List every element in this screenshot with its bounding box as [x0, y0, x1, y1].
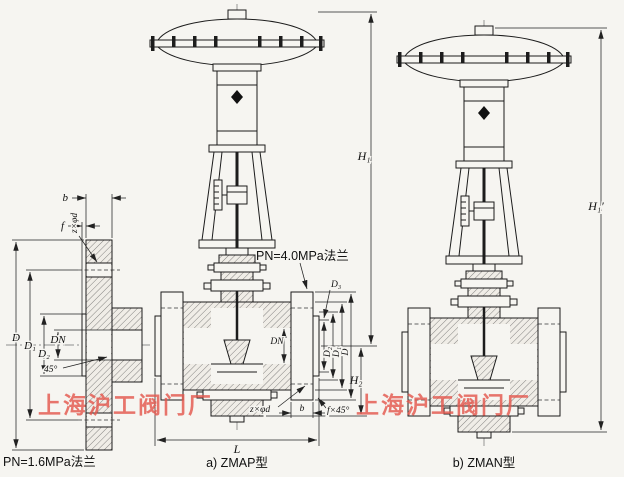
- caption-left-flange: PN=1.6MPa法兰: [3, 455, 96, 469]
- dim-label-d2-left: D₂: [37, 348, 50, 360]
- dim-label-d1-left: D₁: [23, 340, 36, 352]
- dim-label-d2-detail: D₂: [323, 346, 333, 358]
- dim-label-l: L: [233, 442, 241, 456]
- dim-label-chamfer-45: 45°: [44, 364, 58, 375]
- dim-label-b-detail: b: [300, 404, 305, 414]
- dim-label-d3-detail: D₃: [330, 280, 341, 290]
- dim-label-dn-left: DN: [49, 334, 66, 346]
- flange-detail-callout: PN=4.0MPa法兰: [256, 249, 349, 263]
- dim-label-d1-detail: D₁: [332, 347, 342, 358]
- watermark-text-2: 上海沪工阀门厂: [356, 392, 531, 418]
- dim-label-f45-detail: f×45°: [327, 405, 350, 416]
- valve-b-dimensions: H₁′: [495, 27, 607, 433]
- flange-detail-dimensions: D D₁ D₂ D₃ b f×45° z×φd PN=4.0MPa法兰: [248, 248, 356, 418]
- left-flange-section-drawing: [6, 239, 152, 451]
- dim-label-bolt-holes-detail: z×φd: [249, 405, 270, 415]
- dim-label-d-left: D: [11, 332, 20, 344]
- caption-valve-b: b) ZMAN型: [453, 456, 516, 470]
- dim-label-h1: H₁: [357, 149, 371, 163]
- dim-label-d-detail: D: [341, 348, 351, 356]
- caption-valve-a: a) ZMAP型: [206, 456, 268, 470]
- dim-label-f-left: f: [61, 220, 66, 232]
- dim-label-dn-valve-a: DN: [269, 337, 284, 347]
- watermark-text-1: 上海沪工阀门厂: [38, 392, 213, 418]
- dim-label-bolt-holes-left: z×φd: [70, 213, 80, 234]
- dim-label-h1-prime: H₁′: [587, 199, 604, 213]
- dim-label-b-left: b: [63, 192, 69, 204]
- left-flange-dimensions: b f z×φd D D₁ D₂ DN 45°: [10, 191, 126, 451]
